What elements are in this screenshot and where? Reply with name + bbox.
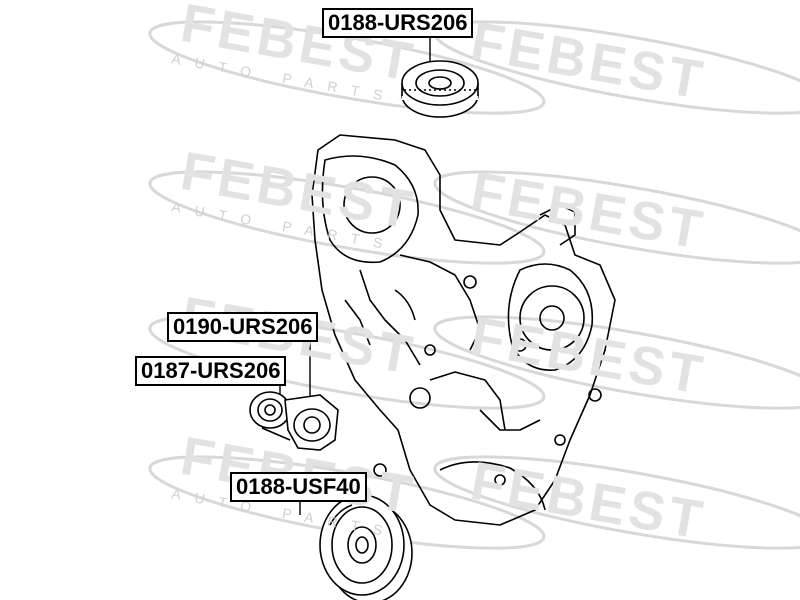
- watermark-logo: [433, 455, 800, 550]
- watermark-logo: [433, 170, 800, 265]
- engine-timing-cover-icon: [311, 134, 616, 526]
- part-number-crank-pulley[interactable]: 0188-USF40: [230, 472, 367, 502]
- watermark-layer: [148, 20, 800, 550]
- part-number-tensioner-pulley[interactable]: 0187-URS206: [135, 356, 287, 386]
- part-number-tensioner[interactable]: 0190-URS206: [167, 312, 319, 342]
- tensioner-icon: [249, 391, 339, 451]
- crankshaft-pulley-icon: [319, 494, 413, 600]
- part-number-top-idler[interactable]: 0188-URS206: [322, 8, 474, 38]
- watermark-logo: [433, 315, 800, 410]
- watermark-logo: [148, 170, 546, 265]
- watermark-logo: [148, 315, 546, 410]
- idler-pulley-icon: [401, 60, 479, 118]
